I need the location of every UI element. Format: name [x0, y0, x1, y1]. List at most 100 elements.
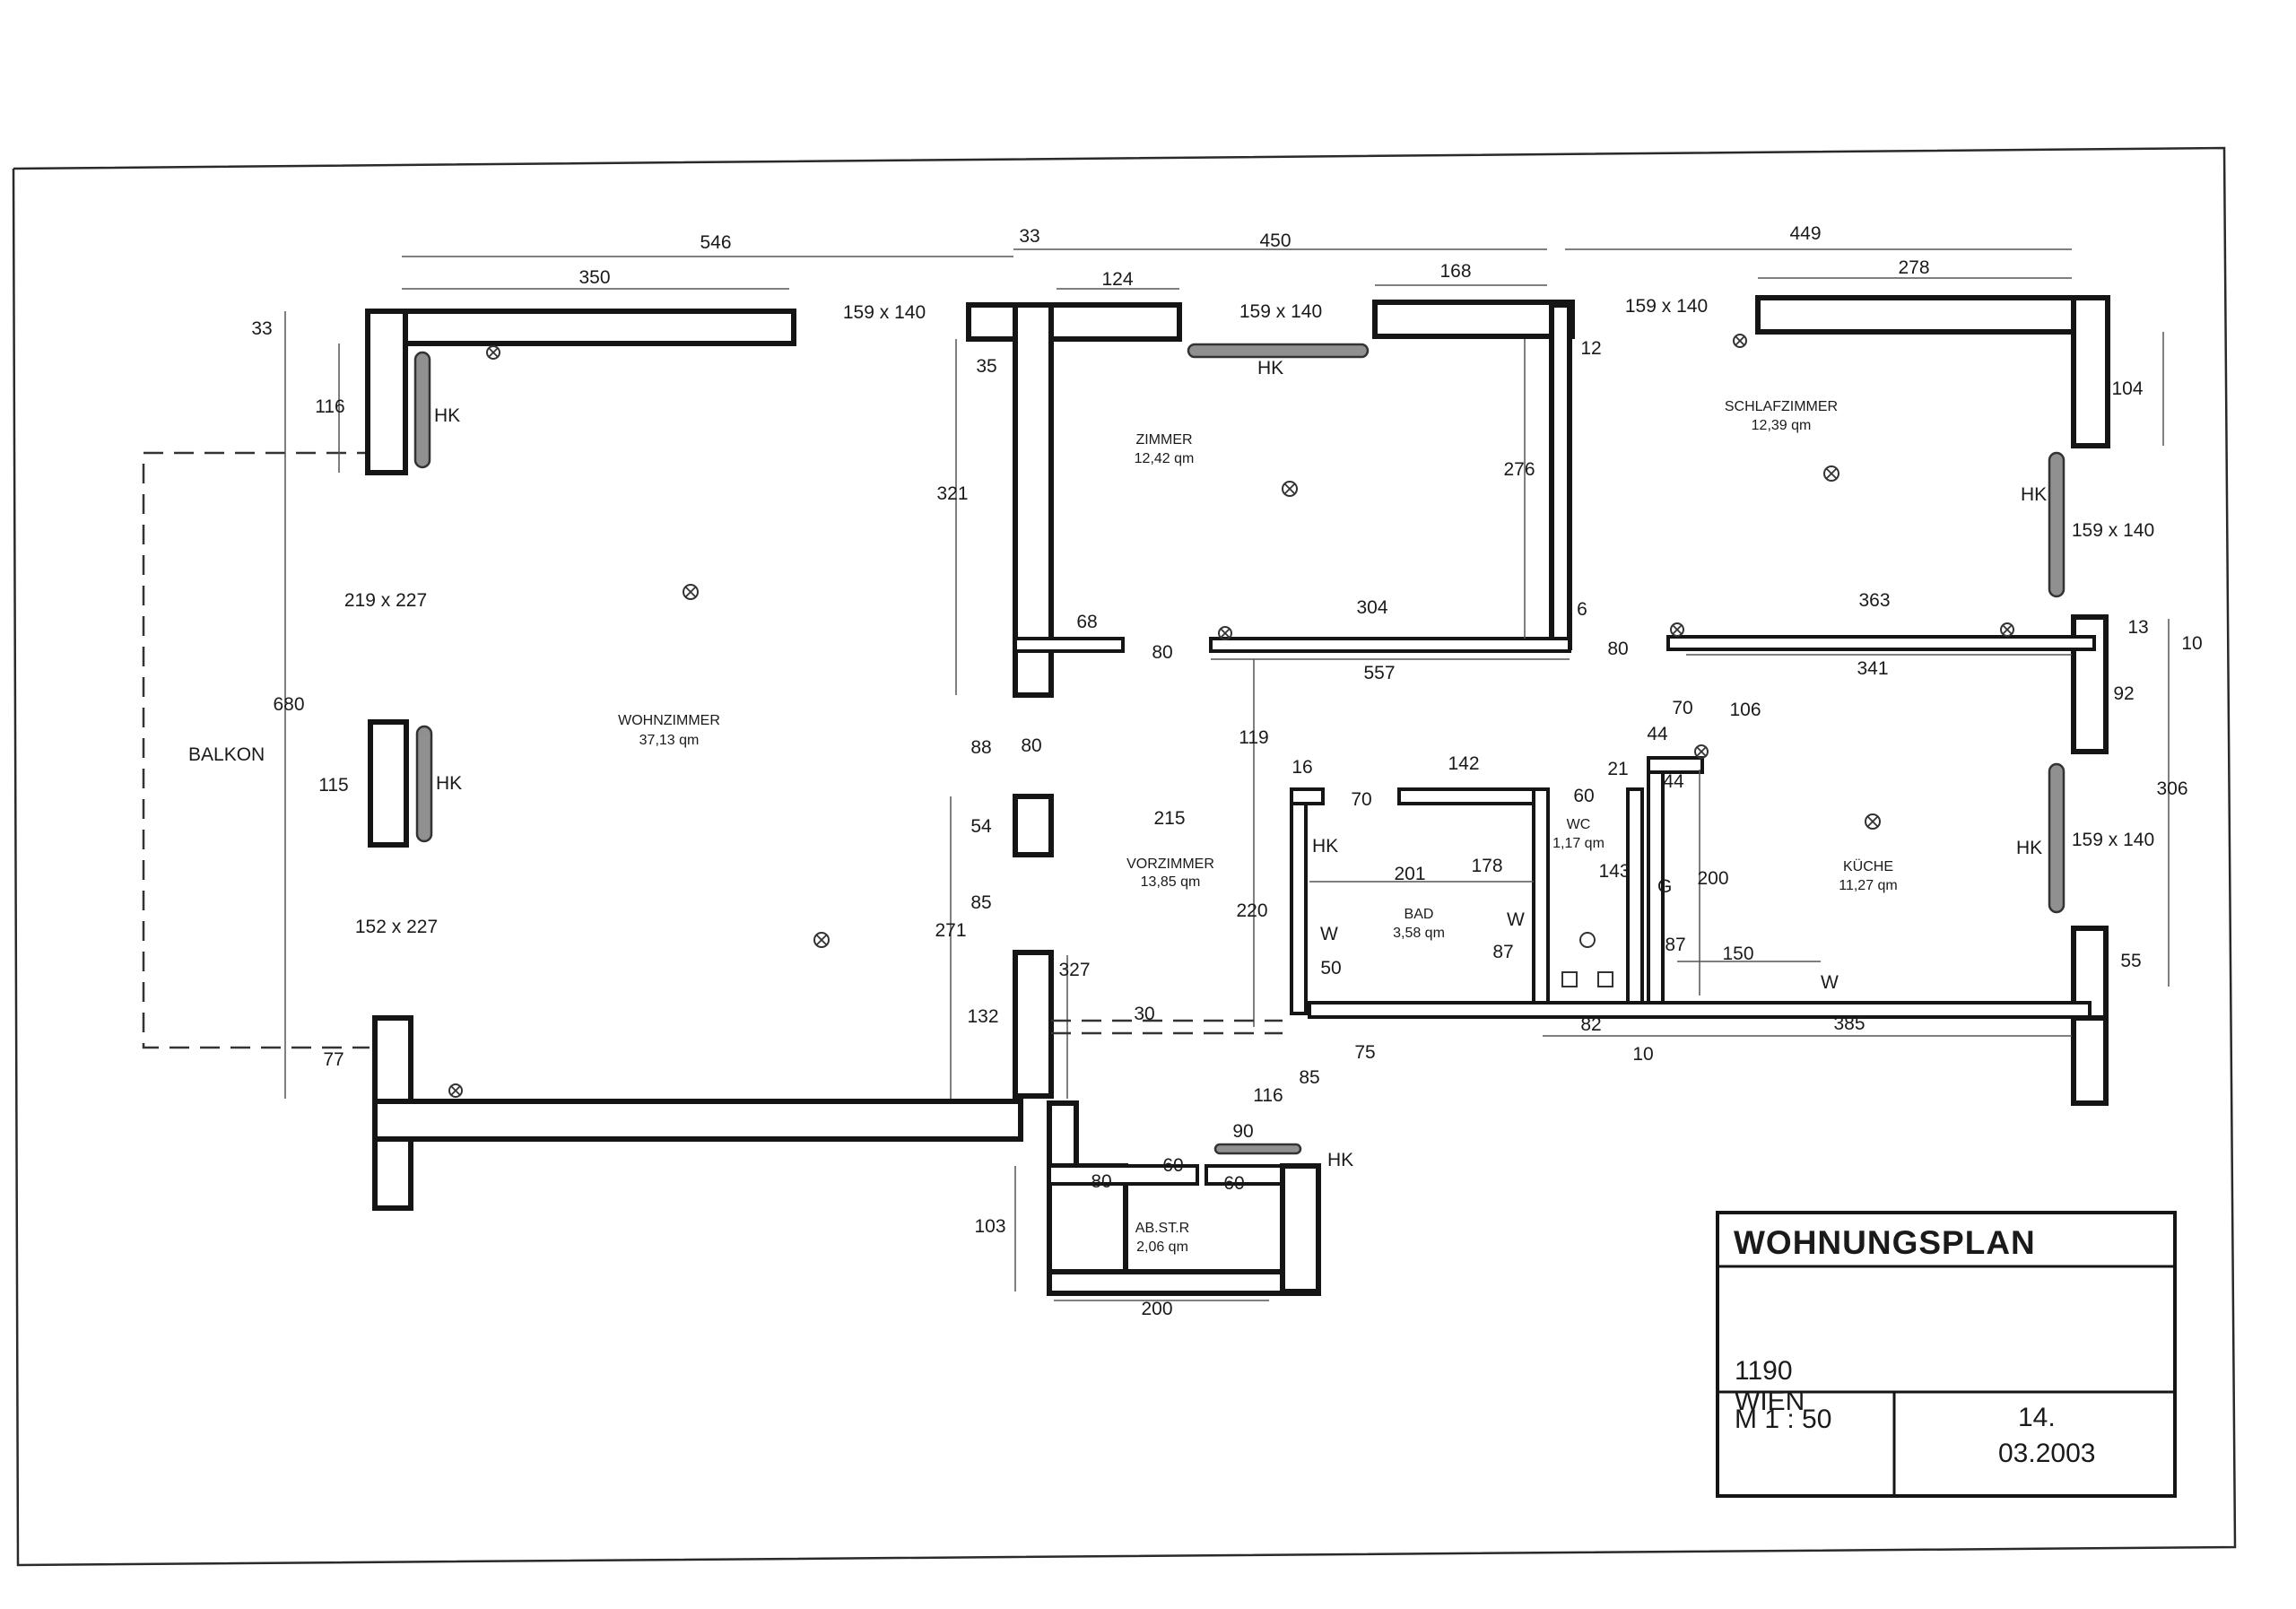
dim-87-b: 87: [1665, 935, 1685, 955]
dim-116-b: 116: [1253, 1085, 1283, 1106]
title-city: WIEN: [1735, 1387, 1805, 1416]
dim-85-b: 85: [1299, 1067, 1319, 1088]
dim-44-a: 44: [1647, 724, 1668, 744]
room-name-vorzimmer: VORZIMMER: [1126, 857, 1214, 872]
dim-70-a: 70: [1672, 698, 1692, 718]
dim-168: 168: [1439, 261, 1471, 282]
title-scale: M 1 : 50: [1735, 1405, 1831, 1434]
title-date-rest: 03.2003: [1998, 1439, 2095, 1468]
dim-6: 6: [1577, 599, 1587, 620]
dim-104: 104: [2111, 378, 2143, 399]
dim-10-right: 10: [2181, 633, 2202, 654]
dim-77: 77: [323, 1049, 344, 1070]
dim-window-1: 159 x 140: [843, 302, 926, 323]
dim-546: 546: [700, 232, 731, 253]
dim-60-c: 60: [1223, 1173, 1244, 1194]
dim-341: 341: [1857, 658, 1888, 679]
dim-80-a: 80: [1152, 642, 1172, 663]
room-name-wohnzimmer: WOHNZIMMER: [618, 713, 720, 728]
room-name-zimmer: ZIMMER: [1135, 432, 1192, 448]
radiators: [413, 343, 2066, 1155]
dim-306: 306: [2156, 778, 2187, 799]
dim-116: 116: [315, 396, 344, 417]
dim-13: 13: [2127, 617, 2148, 638]
dim-124: 124: [1101, 269, 1133, 290]
room-area-zimmer: 12,42 qm: [1135, 451, 1195, 466]
dim-385: 385: [1833, 1013, 1865, 1034]
room-area-vorzimmer: 13,85 qm: [1141, 874, 1201, 890]
dim-82: 82: [1580, 1014, 1601, 1035]
label-hk-4: HK: [2021, 484, 2047, 505]
room-area-wohnzimmer: 37,13 qm: [639, 733, 700, 748]
dim-door-219: 219 x 227: [344, 590, 427, 611]
label-g: G: [1657, 876, 1672, 897]
dim-55: 55: [2120, 951, 2141, 971]
label-w-2: W: [1507, 909, 1525, 930]
dim-350: 350: [578, 267, 610, 288]
dim-450: 450: [1259, 230, 1291, 251]
label-hk-5: HK: [2016, 838, 2042, 858]
title-wohnungsplan: WOHNUNGSPLAN: [1734, 1224, 2036, 1261]
page-frame: [12, 146, 2237, 1567]
balcony-outline: [142, 451, 377, 1049]
dim-150: 150: [1722, 944, 1753, 964]
dim-132: 132: [967, 1006, 998, 1027]
room-name-balkon: BALKON: [188, 744, 265, 765]
lamps: [448, 334, 2014, 1098]
wc-fixtures: [1561, 932, 1613, 987]
dim-200-a: 200: [1697, 868, 1728, 889]
room-area-wc: 1,17 qm: [1552, 836, 1605, 851]
title-date-day: 14.: [2018, 1403, 2056, 1432]
dim-80-b: 80: [1607, 639, 1628, 659]
label-hk-3: HK: [1257, 358, 1283, 378]
dim-220: 220: [1236, 900, 1267, 921]
dim-92: 92: [2113, 683, 2134, 704]
title-postcode: 1190: [1735, 1356, 1793, 1386]
dim-106: 106: [1729, 700, 1761, 720]
label-hk-1: HK: [434, 405, 460, 426]
dim-85-a: 85: [970, 892, 991, 913]
room-name-bad: BAD: [1405, 907, 1434, 922]
dim-557: 557: [1363, 663, 1395, 683]
walls: [365, 295, 2110, 1296]
title-block: WOHNUNGSPLAN 1190 WIEN M 1 : 50 14. 03.2…: [1716, 1211, 2177, 1498]
dim-70-b: 70: [1351, 789, 1371, 810]
dim-103: 103: [974, 1216, 1005, 1237]
room-name-wc: WC: [1567, 817, 1591, 832]
dim-50: 50: [1320, 958, 1341, 978]
dim-215: 215: [1153, 808, 1185, 829]
dim-60-a: 60: [1573, 786, 1594, 806]
dim-143: 143: [1598, 861, 1630, 882]
dim-304: 304: [1356, 597, 1387, 618]
dim-12: 12: [1580, 338, 1601, 359]
room-name-kueche: KÜCHE: [1843, 858, 1893, 874]
dim-10-bottom: 10: [1632, 1044, 1653, 1065]
dim-60-b: 60: [1162, 1155, 1183, 1176]
dim-80-c: 80: [1021, 735, 1041, 756]
dim-327: 327: [1058, 960, 1090, 980]
dim-680: 680: [273, 694, 304, 715]
dim-16: 16: [1292, 757, 1312, 778]
dim-142: 142: [1448, 753, 1479, 774]
dim-window-3: 159 x 140: [1625, 296, 1708, 317]
dim-75: 75: [1354, 1042, 1375, 1063]
dim-449: 449: [1789, 223, 1821, 244]
dim-200-b: 200: [1141, 1299, 1172, 1319]
room-area-abstellraum: 2,06 qm: [1136, 1239, 1188, 1255]
dim-33-top: 33: [1019, 226, 1039, 247]
dim-90: 90: [1232, 1121, 1253, 1142]
dim-363: 363: [1858, 590, 1890, 611]
label-hk-7: HK: [1327, 1150, 1353, 1170]
room-area-bad: 3,58 qm: [1393, 926, 1445, 941]
dim-68: 68: [1076, 612, 1097, 632]
dim-321: 321: [936, 483, 968, 504]
dim-278: 278: [1898, 257, 1929, 278]
dimension-texts: 546 350 33 450 124 168 449 278 159 x 140…: [251, 223, 2202, 1319]
dim-115: 115: [318, 775, 348, 796]
dim-271: 271: [935, 920, 966, 941]
dim-87-a: 87: [1492, 942, 1513, 962]
dim-201: 201: [1394, 864, 1425, 884]
room-area-kueche: 11,27 qm: [1839, 878, 1898, 893]
label-hk-2: HK: [436, 773, 462, 794]
dim-33-left: 33: [251, 318, 272, 339]
